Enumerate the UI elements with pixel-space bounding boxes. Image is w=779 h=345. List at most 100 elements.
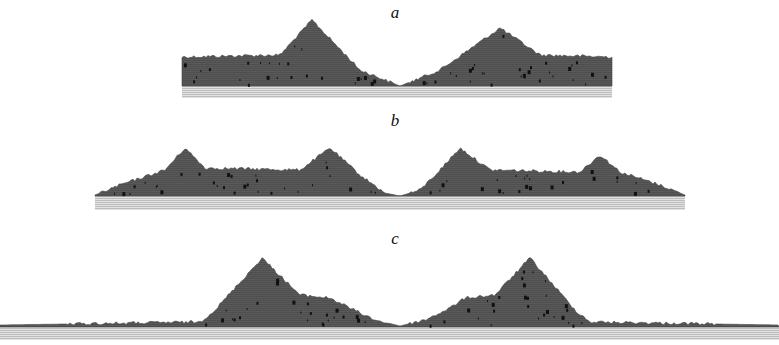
void-dot [565,304,568,308]
void-dot [258,191,259,193]
void-dot [343,316,345,319]
void-dot [269,62,270,64]
void-dot [349,187,352,191]
void-dot [234,318,236,321]
void-dot [576,61,578,64]
void-dot [248,84,250,87]
void-dot [294,45,295,47]
void-dot [243,185,246,189]
void-dot [519,68,521,71]
void-dot [491,324,492,326]
void-dot [184,63,187,67]
void-dot [529,186,532,190]
void-dot [223,186,225,189]
void-dot [145,182,146,184]
void-dot [371,82,374,86]
void-dot [552,75,553,77]
deposited-film [182,19,612,86]
void-dot [307,302,309,305]
void-dot [439,190,440,192]
void-dot [239,316,241,319]
void-dot [301,48,302,50]
void-dot [450,72,451,74]
void-dot [375,192,376,194]
panel-letter: c [391,230,399,247]
void-dot [326,314,328,317]
void-dot [326,162,327,164]
void-dot [256,302,258,305]
void-dot [616,176,618,179]
void-dot [482,72,483,74]
void-dot [546,295,547,297]
void-dot [521,277,523,280]
void-dot [572,325,574,328]
void-dot [617,181,618,183]
void-dot [227,173,230,177]
void-dot [498,189,501,193]
void-dot [430,191,432,194]
deposited-film [95,148,685,196]
void-dot [533,271,534,273]
void-dot [193,80,195,83]
void-dot [292,301,295,305]
void-dot [568,67,571,71]
void-dot [593,177,596,181]
void-dot [181,173,183,176]
void-dot [434,81,436,84]
void-dot [446,180,447,182]
substrate-layer [95,196,685,210]
void-dot [423,81,426,85]
void-dot [474,64,475,66]
void-dot [361,78,362,80]
void-dot [231,175,233,178]
void-dot [279,63,280,65]
void-dot [334,317,335,319]
void-dot [497,179,498,181]
void-dot [326,166,328,169]
void-dot [114,193,115,195]
void-dot [290,76,292,79]
void-dot [160,190,163,194]
void-dot [365,321,366,323]
profile-panel [0,258,779,340]
void-dot [443,320,445,323]
void-dot [562,316,565,320]
void-dot [322,322,324,325]
void-dot [267,76,270,80]
void-dot [364,76,367,80]
void-dot [247,308,248,310]
void-dot [284,187,285,189]
void-dot [247,183,249,186]
void-dot [426,82,427,84]
void-dot [539,79,541,82]
void-dot [122,192,125,196]
void-dot [545,280,546,282]
void-dot [221,318,224,322]
panel-letter: b [391,112,400,129]
void-dot [634,192,637,196]
void-dot [525,185,528,189]
profile-panel [95,148,685,210]
void-dot [636,182,637,184]
substrate-layer [182,86,612,98]
void-dot [260,62,261,64]
void-dot [571,64,572,66]
void-dot [491,84,493,87]
void-dot [591,73,594,77]
void-dot [357,319,360,323]
void-dot [226,310,227,312]
void-dot [270,192,272,195]
substrate-layer [0,327,779,340]
void-dot [472,67,474,70]
void-dot [312,184,313,186]
void-dot [585,83,586,85]
void-dot [529,178,530,180]
void-dot [502,35,504,38]
void-dot [484,73,485,75]
void-dot [515,175,516,177]
void-dot [562,181,564,184]
void-dot [298,191,299,193]
void-dot [605,76,607,79]
void-dot [239,79,240,81]
